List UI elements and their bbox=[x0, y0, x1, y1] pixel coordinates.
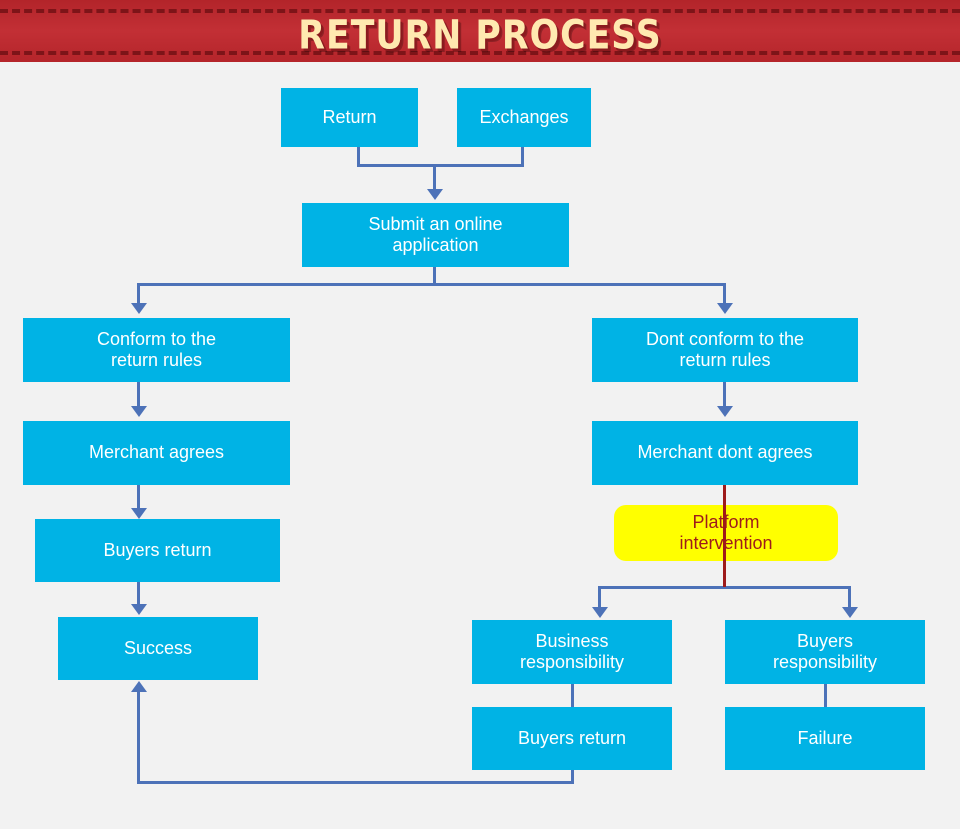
connector-platform-split-right-down bbox=[848, 586, 851, 610]
connector-merge-horizontal bbox=[357, 164, 524, 167]
node-merchant-dont-agrees[interactable]: Merchant dont agrees bbox=[592, 421, 858, 485]
node-platform-line2: intervention bbox=[679, 533, 773, 553]
node-failure[interactable]: Failure bbox=[725, 707, 925, 770]
node-buyers-resp-line2: responsibility bbox=[772, 652, 878, 672]
node-dont-conform-line2: return rules bbox=[679, 350, 771, 370]
arrow-into-merchant-dont-agrees bbox=[717, 406, 733, 417]
connector-feedback-horizontal bbox=[137, 781, 574, 784]
node-business-resp-line2: responsibility bbox=[519, 652, 625, 672]
node-exchanges[interactable]: Exchanges bbox=[457, 88, 591, 147]
node-return[interactable]: Return bbox=[281, 88, 418, 147]
arrow-into-dont-conform bbox=[717, 303, 733, 314]
header-banner: RETURN PROCESS bbox=[0, 0, 960, 62]
node-buyers-return-left[interactable]: Buyers return bbox=[35, 519, 280, 582]
arrow-into-buyers-return-left bbox=[131, 508, 147, 519]
connector-buyers-resp-to-failure bbox=[824, 684, 827, 708]
connector-merchant-to-buyers-return bbox=[137, 485, 140, 511]
connector-conform-to-merchant bbox=[137, 382, 140, 408]
stitch-line-top bbox=[0, 9, 960, 13]
node-conform-line1: Conform to the bbox=[96, 328, 217, 349]
arrow-into-buyers-responsibility bbox=[842, 607, 858, 618]
connector-submit-down bbox=[433, 267, 436, 285]
connector-split-left-down bbox=[137, 283, 140, 306]
node-buyers-resp-line1: Buyers bbox=[796, 630, 853, 651]
node-conform-line2: return rules bbox=[110, 350, 203, 370]
arrow-into-conform bbox=[131, 303, 147, 314]
connector-platform-split-horizontal bbox=[598, 586, 851, 589]
connector-merchant-to-platform-red bbox=[723, 485, 726, 587]
connector-merge-to-submit bbox=[433, 164, 436, 192]
node-submit-application[interactable]: Submit an online application bbox=[302, 203, 569, 267]
connector-return-down bbox=[357, 147, 360, 167]
node-merchant-agrees[interactable]: Merchant agrees bbox=[23, 421, 290, 485]
node-dont-conform-line1: Dont conform to the bbox=[645, 328, 805, 349]
node-business-resp-line1: Business bbox=[535, 630, 609, 651]
node-dont-conform-return-rules[interactable]: Dont conform to the return rules bbox=[592, 318, 858, 382]
connector-feedback-up bbox=[137, 692, 140, 782]
node-conform-return-rules[interactable]: Conform to the return rules bbox=[23, 318, 290, 382]
connector-business-to-buyers-return bbox=[571, 684, 574, 708]
stitch-line-bottom bbox=[0, 51, 960, 55]
connector-split-right-down bbox=[723, 283, 726, 306]
node-platform-line1: Platform bbox=[692, 511, 760, 532]
connector-buyers-return-to-success bbox=[137, 581, 140, 607]
node-submit-line1: Submit an online bbox=[368, 213, 503, 234]
connector-dont-conform-to-merchant bbox=[723, 382, 726, 408]
connector-feedback-down bbox=[571, 770, 574, 784]
arrow-feedback-into-success bbox=[131, 681, 147, 692]
node-business-responsibility[interactable]: Business responsibility bbox=[472, 620, 672, 684]
page-title: RETURN PROCESS bbox=[298, 12, 662, 60]
connector-split-horizontal bbox=[137, 283, 726, 286]
node-success[interactable]: Success bbox=[58, 617, 258, 680]
connector-exchanges-down bbox=[521, 147, 524, 167]
arrow-into-merchant-agrees bbox=[131, 406, 147, 417]
arrow-into-success bbox=[131, 604, 147, 615]
node-platform-intervention[interactable]: Platform intervention bbox=[614, 505, 838, 561]
arrow-into-submit bbox=[427, 189, 443, 200]
node-buyers-return-right[interactable]: Buyers return bbox=[472, 707, 672, 770]
arrow-into-business-responsibility bbox=[592, 607, 608, 618]
node-buyers-responsibility[interactable]: Buyers responsibility bbox=[725, 620, 925, 684]
node-submit-line2: application bbox=[392, 235, 479, 255]
connector-platform-split-left-down bbox=[598, 586, 601, 610]
